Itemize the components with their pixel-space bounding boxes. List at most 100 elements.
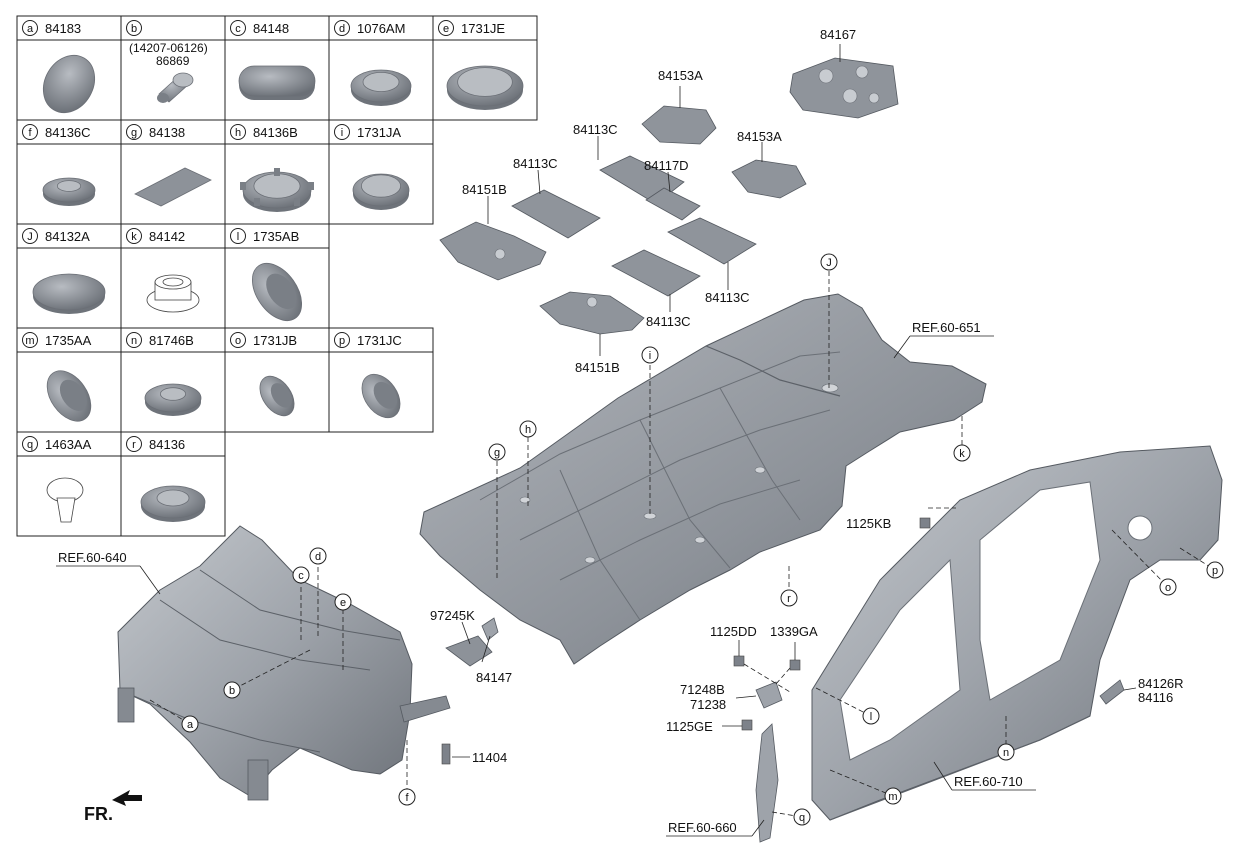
label-84126r-84116: 84126R 84116 <box>1123 676 1184 705</box>
callout-letter: n <box>1003 747 1009 759</box>
label-71248b-71238: 71248B 71238 <box>680 682 757 712</box>
grid-letter: m <box>25 335 34 347</box>
part-illustration-e <box>446 65 524 110</box>
part-illustration-f <box>42 177 96 206</box>
grid-letter-circle <box>230 228 246 244</box>
grid-part-code: 84132A <box>45 229 90 244</box>
callout-m: m <box>829 769 902 805</box>
grid-part-code: 1735AB <box>253 229 299 244</box>
label-84113c-2: 84113C <box>513 156 558 171</box>
label-84113c-4: 84113C <box>646 314 691 329</box>
bolt-1125kb: 1125KB <box>846 507 956 531</box>
grid-letter-circle <box>230 20 246 36</box>
bracket-71248b <box>755 681 783 709</box>
part-illustration-m <box>46 370 92 422</box>
grid-part-code: 1731JE <box>461 21 505 36</box>
pad-84126r <box>1099 679 1125 705</box>
grid-letter-circle <box>126 228 142 244</box>
part-illustration-o <box>259 375 295 417</box>
grid-letter: l <box>237 231 239 243</box>
grid-letter-circle <box>230 124 246 140</box>
grid-letter: n <box>131 335 137 347</box>
grid-part-code: 84183 <box>45 21 81 36</box>
callout-n: n <box>997 716 1015 761</box>
ref-60-640-label: REF.60-640 <box>58 550 127 565</box>
pillar-reinforcement <box>755 723 779 843</box>
label-71248b: 71248B <box>680 682 725 697</box>
grid-letter-circle <box>22 436 38 452</box>
grid-letter: b <box>131 23 137 35</box>
part-illustration-b <box>157 72 194 103</box>
grid-letter: r <box>132 439 136 451</box>
callout-g: g <box>488 443 506 578</box>
grid-letter-circle <box>126 436 142 452</box>
callout-letter: b <box>229 685 235 697</box>
grid-letter-circle <box>438 20 454 36</box>
label-84147: 84147 <box>476 670 512 685</box>
part-illustration-q <box>46 477 84 523</box>
part-illustration-J <box>32 273 106 314</box>
label-84113c-1: 84113C <box>573 122 618 137</box>
ref-60-660-label: REF.60-660 <box>668 820 737 835</box>
ref-60-710-label: REF.60-710 <box>954 774 1023 789</box>
callout-b: b <box>223 649 311 699</box>
label-84116: 84116 <box>1138 690 1173 705</box>
callout-letter: o <box>1165 582 1171 594</box>
part-illustration-c <box>238 65 316 100</box>
callout-i: i <box>641 346 659 514</box>
grid-letter: i <box>341 127 343 139</box>
bolt-1125ge: 1125GE <box>666 719 753 734</box>
callout-letter: J <box>826 257 832 269</box>
part-illustration-d <box>350 69 412 106</box>
grid-letter-circle <box>22 124 38 140</box>
callout-e: e <box>334 593 352 670</box>
grid-letter: c <box>235 23 241 35</box>
grid-letter-circle <box>334 332 350 348</box>
grid-letter: J <box>27 231 33 243</box>
nut-1339ga: 1339GA <box>743 624 818 693</box>
grid-cell-l: l 1735AB <box>224 223 330 329</box>
grid-part-code: 1076AM <box>357 21 405 36</box>
callout-letter: d <box>315 551 321 563</box>
floor-pad-84153a-2: 84153A <box>731 129 807 199</box>
part-illustration-g <box>134 167 212 207</box>
callout-letter: l <box>870 711 872 723</box>
part-illustration-i <box>352 173 410 210</box>
callout-r: r <box>780 566 798 607</box>
grid-letter-circle <box>126 124 142 140</box>
callout-letter: e <box>340 597 346 609</box>
grid-letter: a <box>27 23 34 35</box>
grid-letter: p <box>339 335 345 347</box>
grid-part-code: 1731JB <box>253 333 297 348</box>
grid-letter-circle <box>126 332 142 348</box>
floor-pad-84113c-4: 84113C <box>611 249 701 329</box>
callout-d: d <box>309 547 327 636</box>
callout-letter: p <box>1212 565 1218 577</box>
label-84151b-2: 84151B <box>575 360 620 375</box>
callout-J: J <box>820 253 838 388</box>
callout-letter: k <box>959 448 965 460</box>
grid-letter: e <box>443 23 449 35</box>
grid-part-code: 1463AA <box>45 437 92 452</box>
part-illustration-l <box>251 262 303 322</box>
floor-pad-84151b-1: 84151B <box>439 182 547 281</box>
front-dash-assembly <box>117 525 451 801</box>
label-84126r: 84126R <box>1138 676 1184 691</box>
label-11404: 11404 <box>472 750 507 765</box>
callout-h: h <box>519 420 537 506</box>
bracket-97245k: 97245K 84147 <box>430 608 512 685</box>
callout-q: q <box>771 808 811 826</box>
part-illustration-k <box>146 274 200 313</box>
floor-pad-84153a-1: 84153A <box>641 68 717 145</box>
label-84113c-3: 84113C <box>705 290 750 305</box>
label-84117d: 84117D <box>644 158 689 173</box>
grid-letter-circle <box>126 20 142 36</box>
grid-letter: o <box>235 335 241 347</box>
